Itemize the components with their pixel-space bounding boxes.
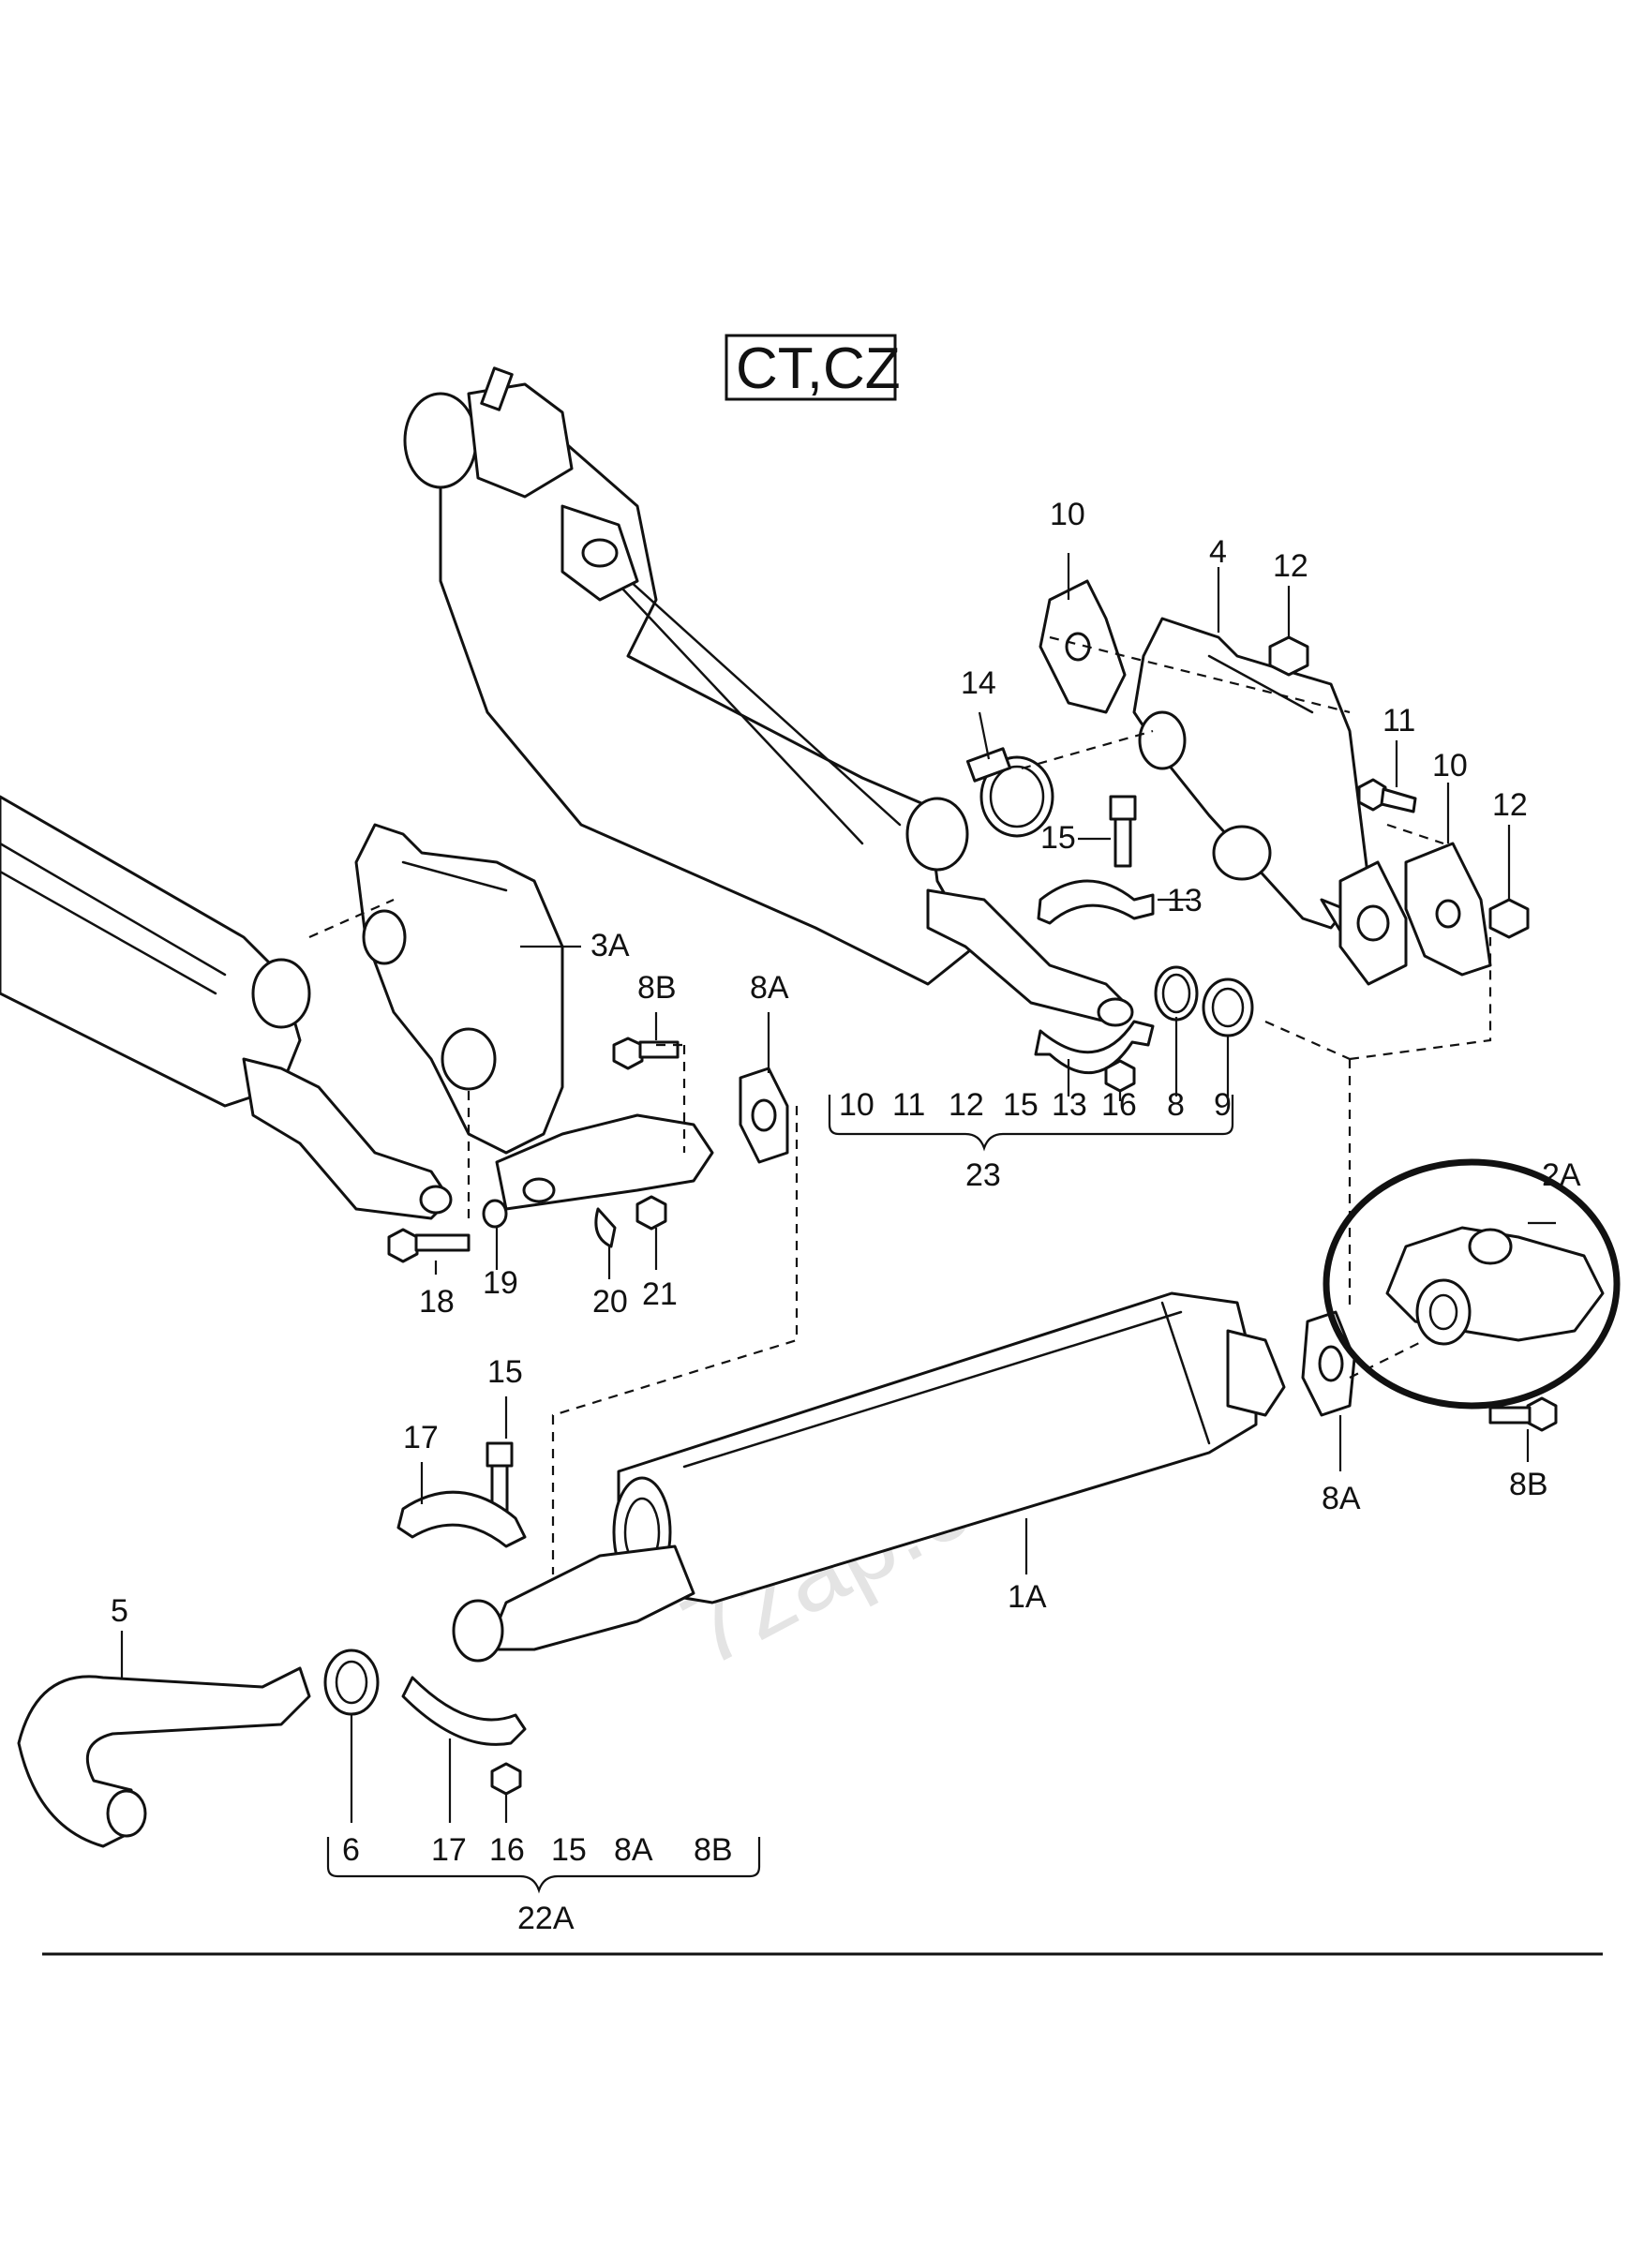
bolt-15-top <box>1109 795 1137 868</box>
callout-15-top: 15 <box>1040 820 1076 856</box>
gasket-10-top <box>1039 579 1127 714</box>
callout-1A: 1A <box>1008 1579 1047 1615</box>
callout-12-right: 12 <box>1492 787 1528 823</box>
silencer-1A <box>452 1291 1286 1663</box>
group-22A-member: 6 <box>342 1832 360 1868</box>
clamp-13-upper <box>1037 879 1155 925</box>
callout-10-right: 10 <box>1432 748 1468 783</box>
callout-labels: 10 4 12 14 11 10 12 15 13 3A 8B 8A 18 19… <box>111 497 1581 1629</box>
callout-17: 17 <box>403 1420 439 1455</box>
connector-pipe-left <box>495 1113 714 1211</box>
gasket-8A-right <box>1301 1310 1356 1417</box>
bolt-11 <box>1357 778 1417 813</box>
callout-18: 18 <box>419 1284 455 1320</box>
group-22A-member: 8A <box>614 1832 653 1868</box>
bolt-8B-top <box>612 1037 680 1070</box>
callout-3A: 3A <box>590 928 630 963</box>
group-23: 10 11 12 15 13 16 8 9 23 <box>828 1087 1234 1193</box>
ring-6 <box>323 1649 380 1716</box>
group-23-member: 15 <box>1003 1087 1039 1123</box>
callout-21: 21 <box>642 1276 678 1312</box>
callout-4: 4 <box>1209 534 1227 570</box>
bolt-8B-right <box>1488 1396 1558 1432</box>
clamp-17-lower <box>401 1676 527 1746</box>
callout-11: 11 <box>1382 703 1415 739</box>
group-23-label: 23 <box>965 1157 1001 1193</box>
callout-8B-top: 8B <box>637 970 677 1006</box>
muffler-box-3A <box>354 823 564 1155</box>
heat-exchanger-upper-right <box>403 366 1134 1027</box>
group-23-member: 8 <box>1167 1087 1185 1123</box>
clip-20 <box>594 1207 617 1248</box>
assembly-dashed-lines <box>308 635 1492 1574</box>
callout-20: 20 <box>592 1284 628 1320</box>
clamp-17-upper <box>396 1490 527 1548</box>
group-23-member: 16 <box>1101 1087 1137 1123</box>
group-22A: 6 17 16 15 8A 8B 22A <box>326 1832 761 1936</box>
bolt-18 <box>387 1228 471 1263</box>
callout-15-left: 15 <box>487 1354 523 1390</box>
muffler-box-4 <box>1132 617 1389 948</box>
group-22A-member: 17 <box>431 1832 467 1868</box>
heat-exchanger-left <box>0 795 453 1220</box>
callout-5: 5 <box>111 1593 128 1629</box>
clamp-13-lower <box>1034 1020 1155 1075</box>
gasket-8A-top <box>739 1067 789 1164</box>
callout-14: 14 <box>961 665 996 701</box>
callout-8A-top: 8A <box>750 970 789 1006</box>
nut-21 <box>635 1195 667 1231</box>
variant-label: CT,CZ <box>736 336 901 401</box>
group-22A-member: 8B <box>694 1832 733 1868</box>
variant-box: CT,CZ <box>725 334 901 401</box>
callout-8A-right: 8A <box>1322 1481 1361 1516</box>
washer-19 <box>482 1199 508 1229</box>
tail-pipe-5 <box>17 1666 311 1848</box>
group-22A-member: 15 <box>551 1832 587 1868</box>
callout-13: 13 <box>1167 883 1203 918</box>
callout-12-top: 12 <box>1273 548 1308 584</box>
gasket-10-right <box>1404 842 1492 977</box>
leader-lines <box>120 553 1556 1823</box>
group-22A-member: 16 <box>489 1832 525 1868</box>
group-22A-label: 22A <box>517 1901 575 1936</box>
nut-16-upper <box>1104 1059 1136 1093</box>
clamp-ring-14 <box>965 747 1054 838</box>
group-23-member: 10 <box>839 1087 874 1123</box>
nut-16-lower <box>490 1762 522 1796</box>
nut-12-top <box>1268 635 1309 677</box>
group-23-member: 13 <box>1052 1087 1087 1123</box>
callout-8B-right: 8B <box>1509 1467 1548 1502</box>
ring-8 <box>1154 965 1199 1022</box>
callout-10-top: 10 <box>1050 497 1085 532</box>
callout-19: 19 <box>483 1265 518 1301</box>
group-23-member: 9 <box>1214 1087 1232 1123</box>
group-23-member: 12 <box>949 1087 984 1123</box>
flange-right <box>1338 860 1408 986</box>
connector-pipe-2A <box>1323 1158 1621 1410</box>
group-23-member: 11 <box>892 1087 925 1123</box>
nut-12-right <box>1488 898 1530 939</box>
ring-9 <box>1202 977 1254 1037</box>
callout-2A: 2A <box>1542 1157 1581 1193</box>
